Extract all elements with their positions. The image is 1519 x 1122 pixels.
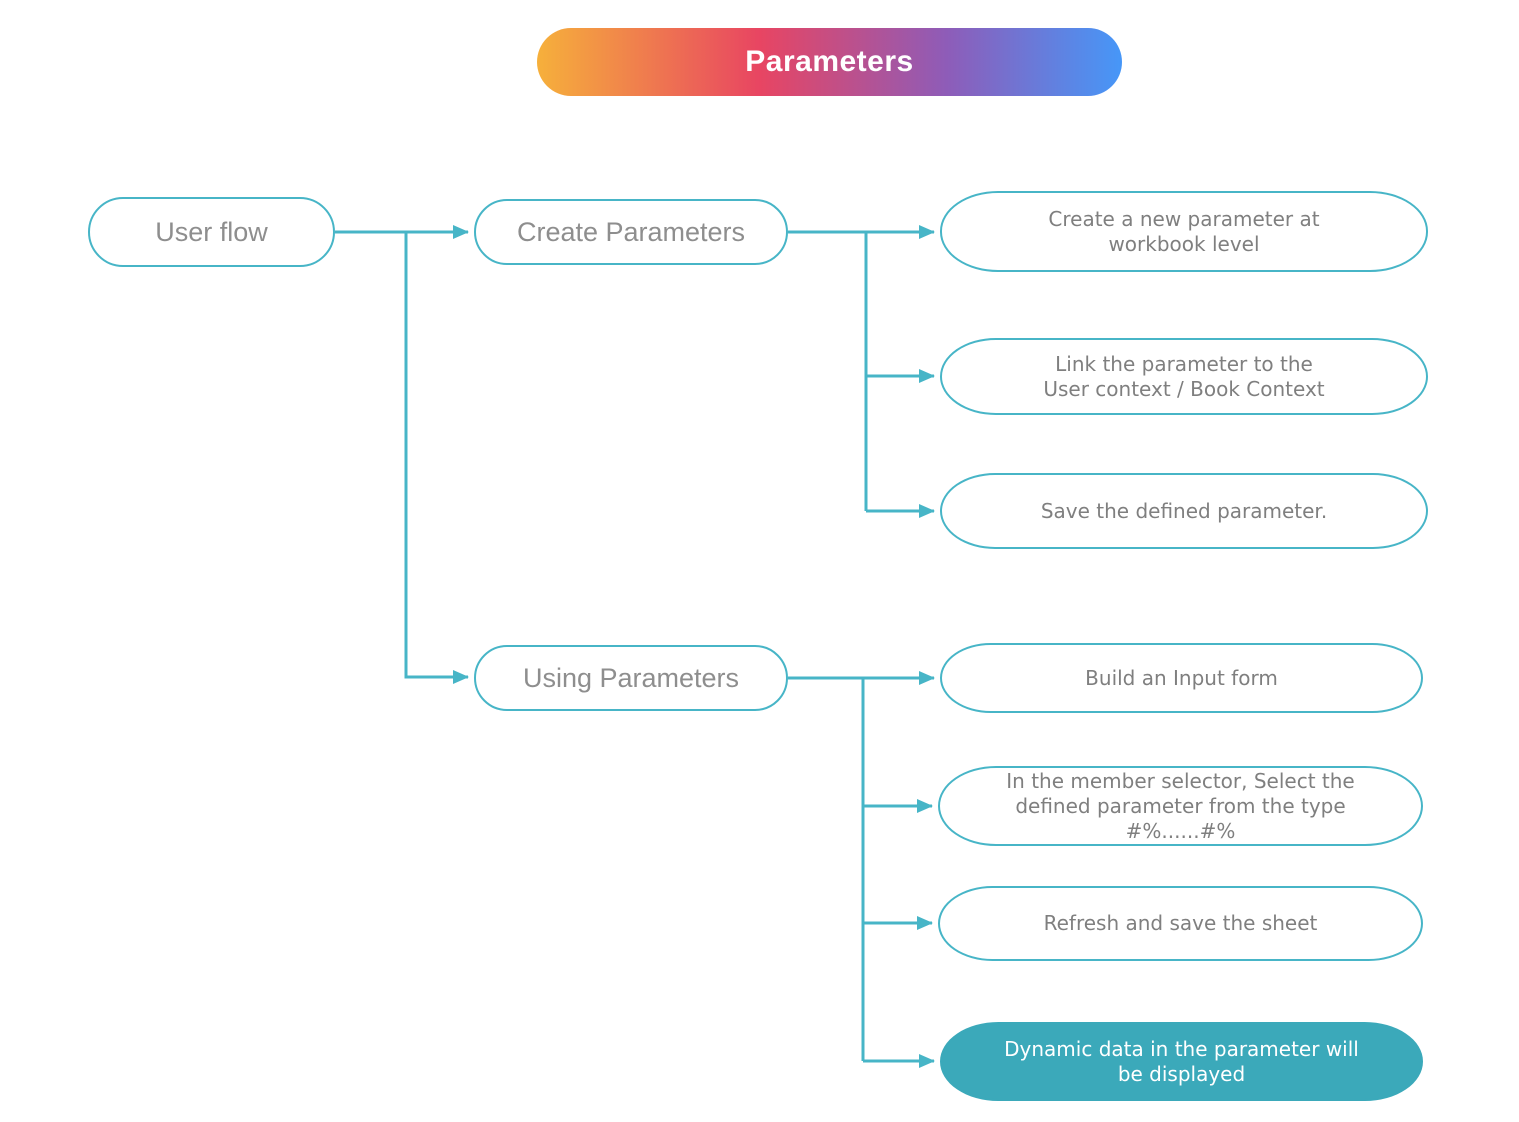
node-create-parameters: Create Parameters <box>474 199 788 265</box>
title-banner: Parameters <box>537 28 1122 96</box>
node-save-defined-parameter: Save the defined parameter. <box>940 473 1428 549</box>
node-using-parameters: Using Parameters <box>474 645 788 711</box>
node-user-flow: User flow <box>88 197 335 267</box>
node-build-input-form: Build an Input form <box>940 643 1423 713</box>
node-create-new-parameter: Create a new parameter at workbook level <box>940 191 1428 272</box>
node-link-parameter-context: Link the parameter to the User context /… <box>940 338 1428 415</box>
title-label: Parameters <box>745 45 914 78</box>
node-refresh-save-sheet: Refresh and save the sheet <box>938 886 1423 961</box>
node-dynamic-data-displayed: Dynamic data in the parameter will be di… <box>940 1022 1423 1101</box>
node-member-selector: In the member selector, Select the defin… <box>938 766 1423 846</box>
